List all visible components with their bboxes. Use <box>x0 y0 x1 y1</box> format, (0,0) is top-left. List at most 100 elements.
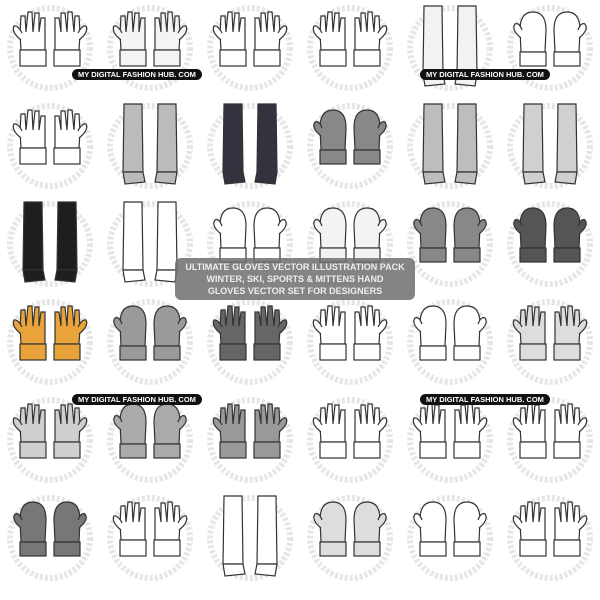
glove-icon <box>512 501 547 557</box>
glove-pair-illustration <box>12 403 88 459</box>
watermark-seal <box>107 495 193 581</box>
glove-pair-illustration <box>113 305 187 361</box>
watermark-seal <box>7 495 93 581</box>
glove-icon <box>53 11 88 67</box>
glove-pair-illustration <box>13 501 87 557</box>
glove-pair-illustration <box>513 207 587 263</box>
sleeve-icon <box>422 103 446 185</box>
sleeve-icon <box>522 103 546 185</box>
brand-label: MY DIGITAL FASHION HUB. COM <box>72 69 202 80</box>
mitten-icon <box>153 403 187 459</box>
glove-icon <box>153 11 188 67</box>
glove-icon <box>53 109 88 165</box>
mitten-icon <box>353 109 387 165</box>
glove-pair-illustration <box>313 501 387 557</box>
glove-pair-illustration <box>12 11 88 67</box>
banner-line-2: WINTER, SKI, SPORTS & MITTENS HAND <box>206 274 384 284</box>
watermark-seal <box>307 495 393 581</box>
glove-pair-illustration <box>413 501 487 557</box>
glove-pair-illustration <box>122 103 178 185</box>
glove-pair-illustration <box>313 109 387 165</box>
glove-pair-illustration <box>212 11 288 67</box>
glove-pair-illustration <box>222 495 278 577</box>
glove-pair-illustration <box>513 11 587 67</box>
glove-pair-illustration <box>412 403 488 459</box>
mitten-icon <box>413 305 447 361</box>
glove-icon <box>553 501 588 557</box>
watermark-seal <box>107 299 193 385</box>
glove-pair-illustration <box>313 207 387 263</box>
watermark-seal <box>407 5 493 91</box>
glove-pair-illustration <box>12 109 88 165</box>
glove-pair-illustration <box>422 103 478 185</box>
sleeve-icon <box>254 495 278 577</box>
watermark-seal <box>107 103 193 189</box>
glove-pair-illustration <box>413 207 487 263</box>
watermark-seal <box>407 103 493 189</box>
mitten-icon <box>113 403 147 459</box>
mitten-icon <box>553 207 587 263</box>
sleeve-icon <box>154 201 178 283</box>
glove-icon <box>512 305 547 361</box>
glove-icon <box>112 501 147 557</box>
glove-icon <box>12 403 47 459</box>
mitten-icon <box>313 109 347 165</box>
watermark-seal <box>507 201 593 287</box>
glove-icon <box>253 403 288 459</box>
glove-icon <box>353 11 388 67</box>
watermark-seal <box>207 495 293 581</box>
watermark-seal <box>7 299 93 385</box>
watermark-seal <box>507 5 593 91</box>
watermark-seal <box>307 397 393 483</box>
brand-label: MY DIGITAL FASHION HUB. COM <box>420 69 550 80</box>
watermark-seal <box>307 299 393 385</box>
mitten-icon <box>453 501 487 557</box>
watermark-seal <box>107 5 193 91</box>
watermark-seal <box>7 5 93 91</box>
mitten-icon <box>213 207 247 263</box>
glove-icon <box>353 305 388 361</box>
watermark-seal <box>207 299 293 385</box>
sleeve-icon <box>122 201 146 283</box>
watermark-seal <box>307 103 393 189</box>
glove-pair-illustration <box>312 403 388 459</box>
brand-label: MY DIGITAL FASHION HUB. COM <box>420 394 550 405</box>
watermark-seal <box>507 495 593 581</box>
watermark-seal <box>407 201 493 287</box>
glove-pair-illustration <box>12 305 88 361</box>
glove-icon <box>512 403 547 459</box>
banner-line-1: ULTIMATE GLOVES VECTOR ILLUSTRATION PACK <box>185 262 405 272</box>
glove-pair-illustration <box>212 403 288 459</box>
sleeve-icon <box>454 103 478 185</box>
mitten-icon <box>513 11 547 67</box>
sleeve-icon <box>254 103 278 185</box>
watermark-seal <box>107 201 193 287</box>
glove-icon <box>53 403 88 459</box>
mitten-icon <box>453 305 487 361</box>
glove-pair-illustration <box>512 501 588 557</box>
glove-icon <box>253 11 288 67</box>
watermark-seal <box>107 397 193 483</box>
glove-pair-illustration <box>112 11 188 67</box>
glove-icon <box>12 109 47 165</box>
banner-line-3: GLOVES VECTOR SET FOR DESIGNERS <box>207 286 383 296</box>
sleeve-icon <box>54 201 78 283</box>
sleeve-icon <box>122 103 146 185</box>
sleeve-icon <box>222 103 246 185</box>
mitten-icon <box>113 305 147 361</box>
glove-icon <box>553 305 588 361</box>
glove-icon <box>12 11 47 67</box>
watermark-seal <box>307 5 393 91</box>
glove-pair-illustration <box>312 11 388 67</box>
glove-pair-illustration <box>413 305 487 361</box>
glove-pair-illustration <box>112 501 188 557</box>
watermark-seal <box>507 103 593 189</box>
watermark-seal <box>7 103 93 189</box>
glove-pair-illustration <box>512 403 588 459</box>
glove-pair-illustration <box>512 305 588 361</box>
glove-icon <box>253 305 288 361</box>
watermark-seal <box>407 299 493 385</box>
glove-icon <box>312 403 347 459</box>
glove-icon <box>312 11 347 67</box>
